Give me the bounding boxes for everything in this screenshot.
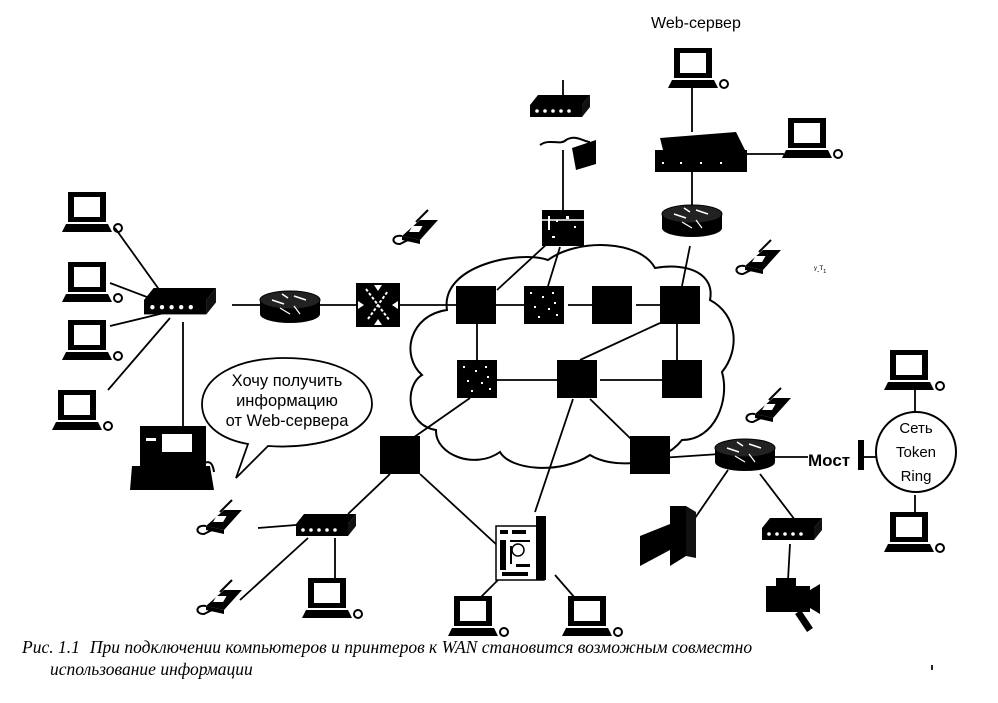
caption-line-1: При подключении компьютеров и принтеров …: [89, 637, 753, 657]
hub-icon: [144, 288, 217, 315]
computer-icon: [447, 595, 509, 637]
caption-line-2: использование информации: [50, 659, 253, 679]
speech-bubble: Хочу получить информацию от Web-сервера: [201, 357, 373, 479]
speech-line-1: Хочу получить: [232, 372, 343, 390]
wan-switch-icon: [630, 436, 670, 474]
connections: [107, 80, 916, 601]
telephone-icon: [745, 387, 792, 423]
workstation-icon: [129, 425, 215, 491]
speech-line-2: информацию: [236, 392, 338, 410]
computer-icon: [781, 117, 843, 159]
computer-icon: [61, 261, 123, 303]
computer-icon: [51, 389, 113, 431]
router-icon: [661, 204, 723, 238]
token-ring-label-2: Token: [896, 444, 936, 461]
speech-line-3: от Web-сервера: [226, 412, 350, 430]
token-ring-label-1: Сеть: [899, 420, 933, 437]
token-ring-label-3: Ring: [901, 468, 932, 485]
wan-switch-icon: [662, 360, 702, 398]
lan-switch-icon: [655, 132, 747, 172]
telephone-icon: [735, 239, 782, 275]
web-server-icon: [667, 47, 729, 89]
token-ring: [875, 411, 957, 493]
computer-icon: [301, 577, 363, 619]
web-server-label: Web-сервер: [651, 15, 741, 32]
printer-icon: [640, 506, 696, 566]
wan-switch-icon: [557, 360, 597, 398]
computer-icon: [883, 349, 945, 391]
hub-icon: [530, 95, 590, 117]
router-icon: [259, 290, 321, 324]
figure-caption: Рис. 1.1 При подключении компьютеров и пр…: [22, 636, 998, 680]
figure-number: Рис. 1.1: [22, 637, 80, 657]
telephone-icon: [392, 209, 439, 245]
bridge-icon: [858, 440, 864, 470]
server-icon: [495, 515, 547, 581]
computer-icon: [561, 595, 623, 637]
bridge-label: Мост: [808, 451, 850, 470]
wan-switch-icon: [592, 286, 632, 324]
router-icon: [714, 438, 776, 472]
modem-icon: [539, 136, 596, 170]
hub-icon: [296, 514, 356, 536]
wan-switch-icon: [380, 436, 420, 474]
computer-icon: [61, 191, 123, 233]
telephone-icon: [196, 499, 243, 535]
access-switch-icon: [542, 210, 584, 246]
wan-switch-icon: [457, 360, 497, 398]
wan-switch-icon: [524, 286, 564, 324]
video-camera-icon: [766, 578, 820, 630]
wan-cloud: [409, 244, 735, 469]
computer-icon: [883, 511, 945, 553]
wan-switch-icon: [456, 286, 496, 324]
wan-switch-icon: [660, 286, 700, 324]
stray-mark: ʸ.ᵀ₁: [813, 264, 826, 274]
stray-tick: [931, 665, 933, 670]
hub-icon: [762, 518, 822, 540]
atm-switch-icon: [355, 282, 401, 328]
telephone-icon: [196, 579, 243, 615]
